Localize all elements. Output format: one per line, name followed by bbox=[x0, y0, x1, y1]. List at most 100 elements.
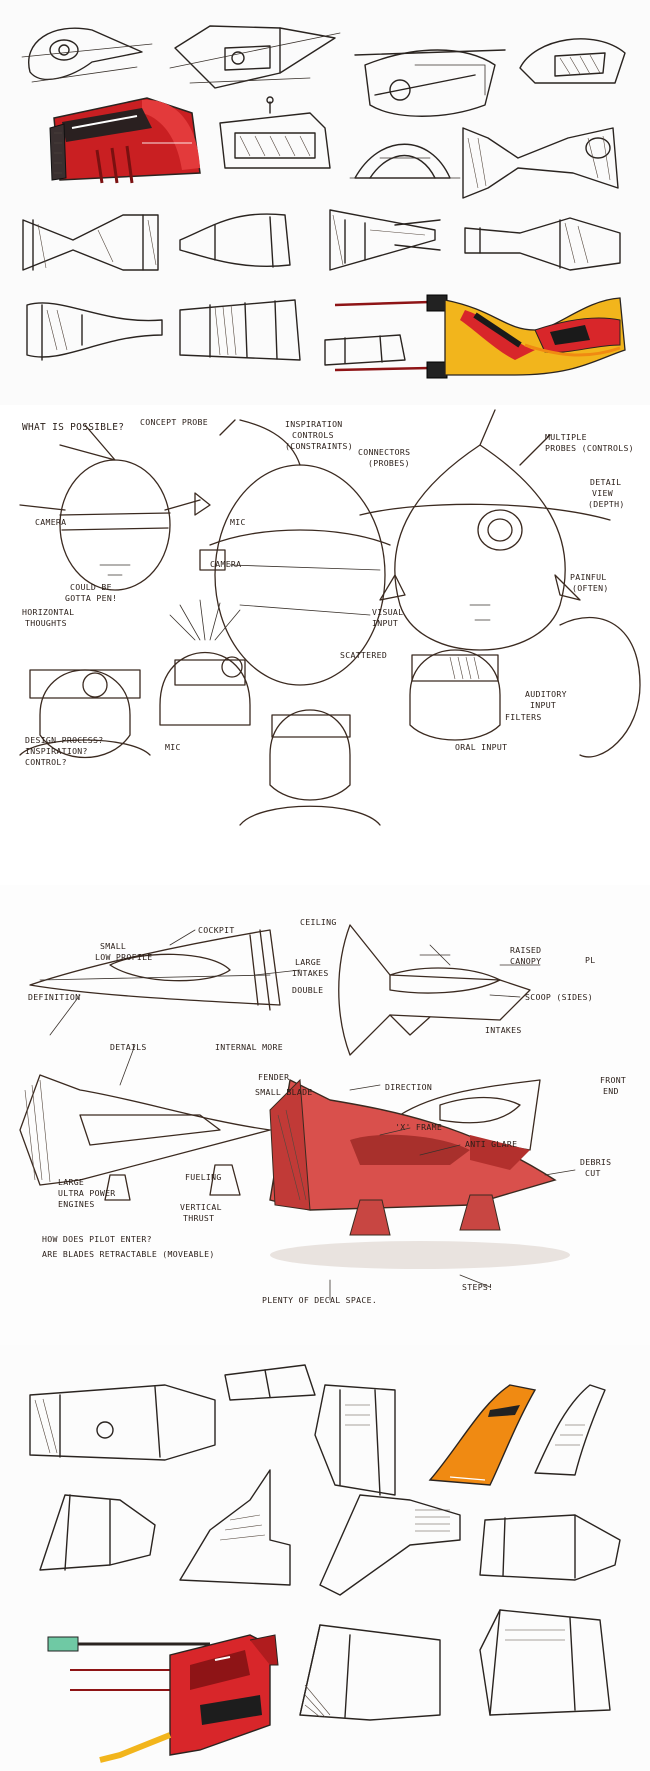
label-inspiration-controls: CONTROLS bbox=[292, 430, 334, 440]
concept-probe-mind-map: WHAT IS POSSIBLE? bbox=[0, 405, 650, 885]
label-visual-input: VISUAL bbox=[372, 607, 403, 617]
label-concept-probe: CONCEPT PROBE bbox=[140, 417, 208, 427]
label-steps: STEPS! bbox=[462, 1282, 493, 1292]
label-scoop: SCOOP (SIDES) bbox=[525, 992, 593, 1002]
label-design-process: CONTROL? bbox=[25, 757, 67, 767]
head-with-antennas bbox=[159, 599, 251, 726]
label-double: DOUBLE bbox=[292, 985, 323, 995]
label-auditory-input: INPUT bbox=[530, 700, 556, 710]
label-vertical-thrust: THRUST bbox=[183, 1213, 214, 1223]
probe-head-left bbox=[19, 424, 211, 591]
engine-sketch bbox=[224, 1364, 316, 1401]
engine-sketch bbox=[29, 1384, 216, 1461]
vehicle-callout-sheet: COCKPIT SMALL LOW PROFILE LARGE INTAKES … bbox=[0, 885, 650, 1345]
thumbnail-sketch bbox=[464, 217, 621, 271]
label-pl: PL bbox=[585, 955, 595, 965]
thumbnail-sketch-sheet bbox=[0, 0, 650, 405]
label-multiple-probes: PROBES (CONTROLS) bbox=[545, 443, 634, 453]
engine-sketch bbox=[314, 1384, 396, 1496]
label-front-end: FRONT bbox=[600, 1075, 626, 1085]
label-large-intakes: INTAKES bbox=[292, 968, 329, 978]
thumbnail-sketch bbox=[324, 334, 406, 366]
label-auditory-input: AUDITORY bbox=[525, 689, 567, 699]
label-connectors: CONNECTORS bbox=[358, 447, 410, 457]
label-raised-canopy: CANOPY bbox=[510, 956, 541, 966]
head-with-visor-left bbox=[19, 669, 151, 759]
label-filters: FILTERS bbox=[505, 712, 542, 722]
red-rendered-engine-with-canister bbox=[47, 1634, 279, 1763]
thumbnail-sketch bbox=[462, 127, 619, 199]
label-question: HOW DOES PILOT ENTER? bbox=[42, 1234, 152, 1244]
label-inspiration-controls: INSPIRATION bbox=[285, 419, 343, 429]
probe-head-right bbox=[359, 409, 611, 651]
label-fueling: FUELING bbox=[185, 1172, 222, 1182]
label-mic-bottom: MIC bbox=[165, 742, 181, 752]
orange-rendered-craft-sketch bbox=[334, 294, 626, 379]
label-design-process: DESIGN PROCESS? bbox=[25, 735, 103, 745]
label-cockpit: COCKPIT bbox=[198, 925, 235, 935]
label-small-blade: SMALL BLADE bbox=[255, 1087, 313, 1097]
engine-sketch bbox=[479, 1609, 611, 1716]
red-rendered-engine-sketch bbox=[49, 97, 201, 184]
engine-sketch bbox=[479, 1514, 621, 1581]
thumbnail-sketch bbox=[21, 27, 153, 83]
probe-body-center bbox=[199, 419, 391, 686]
engine-variation-sheet bbox=[0, 1345, 650, 1771]
label-painful: PAINFUL bbox=[570, 572, 607, 582]
label-anti-glare: ANTI GLARE bbox=[465, 1139, 517, 1149]
label-front-end: END bbox=[603, 1086, 619, 1096]
label-plenty-of-decal: PLENTY OF DECAL SPACE. bbox=[262, 1295, 377, 1305]
label-oral-input: ORAL INPUT bbox=[455, 742, 507, 752]
label-horizontal-thoughts: HORIZONTAL bbox=[22, 607, 74, 617]
label-internal-more: INTERNAL MORE bbox=[215, 1042, 283, 1052]
label-painful: (OFTEN) bbox=[572, 583, 609, 593]
label-large-intakes: LARGE bbox=[295, 957, 321, 967]
head-with-goggles-bottom bbox=[239, 709, 381, 826]
label-direction: DIRECTION bbox=[385, 1082, 432, 1092]
label-camera: CAMERA bbox=[210, 559, 241, 569]
label-fender: FENDER bbox=[258, 1072, 289, 1082]
engine-sketch bbox=[179, 1469, 291, 1586]
craft-front-view-sketch bbox=[338, 924, 531, 1056]
thumbnail-sketch bbox=[179, 299, 301, 361]
thumbnail-sketch bbox=[349, 143, 461, 179]
thumbnail-sketch bbox=[22, 214, 159, 271]
thumbnail-sketch bbox=[179, 213, 291, 268]
label-small-low-profile: LOW PROFILE bbox=[95, 952, 153, 962]
label-large-ultra-power: ULTRA POWER bbox=[58, 1188, 116, 1198]
thumbnail-sketch bbox=[329, 209, 441, 271]
label-details: DETAILS bbox=[110, 1042, 147, 1052]
engine-sketch bbox=[39, 1494, 156, 1571]
engine-sketch bbox=[319, 1494, 461, 1596]
label-large-ultra-power: LARGE bbox=[58, 1177, 84, 1187]
orange-fin-sketch bbox=[428, 1384, 537, 1486]
label-horizontal-thoughts: THOUGHTS bbox=[25, 618, 67, 628]
craft-with-legs-sketch bbox=[19, 1074, 271, 1201]
head-with-filters bbox=[409, 616, 641, 758]
label-vertical-thrust: VERTICAL bbox=[180, 1202, 222, 1212]
label-design-process: INSPIRATION? bbox=[25, 746, 88, 756]
label-debris-cut: CUT bbox=[585, 1168, 601, 1178]
label-visual-input: INPUT bbox=[372, 618, 398, 628]
thumbnail-sketch bbox=[219, 96, 331, 169]
engine-sketch bbox=[299, 1624, 441, 1721]
label-could-be: COULD BE bbox=[70, 582, 112, 592]
label-detail-view: DETAIL bbox=[590, 477, 621, 487]
label-large-ultra-power: ENGINES bbox=[58, 1199, 95, 1209]
label-could-be: GOTTA PEN! bbox=[65, 593, 117, 603]
label-camera: CAMERA bbox=[35, 517, 66, 527]
label-multiple-probes: MULTIPLE bbox=[545, 432, 587, 442]
label-question: ARE BLADES RETRACTABLE (MOVEABLE) bbox=[42, 1249, 215, 1259]
thumbnail-sketch bbox=[519, 38, 626, 84]
label-connectors: (PROBES) bbox=[368, 458, 410, 468]
label-debris-cut: DEBRIS bbox=[580, 1157, 611, 1167]
thumbnail-sketch bbox=[169, 25, 341, 89]
thumbnail-sketch bbox=[354, 49, 506, 117]
label-definition: DEFINITION bbox=[28, 992, 80, 1002]
thumbnail-sketch bbox=[26, 302, 163, 361]
label-raised-canopy: RAISED bbox=[510, 945, 541, 955]
label-detail-view: (DEPTH) bbox=[588, 499, 625, 509]
engine-sketch bbox=[534, 1384, 606, 1476]
label-inspiration-controls: (CONSTRAINTS) bbox=[285, 441, 353, 451]
